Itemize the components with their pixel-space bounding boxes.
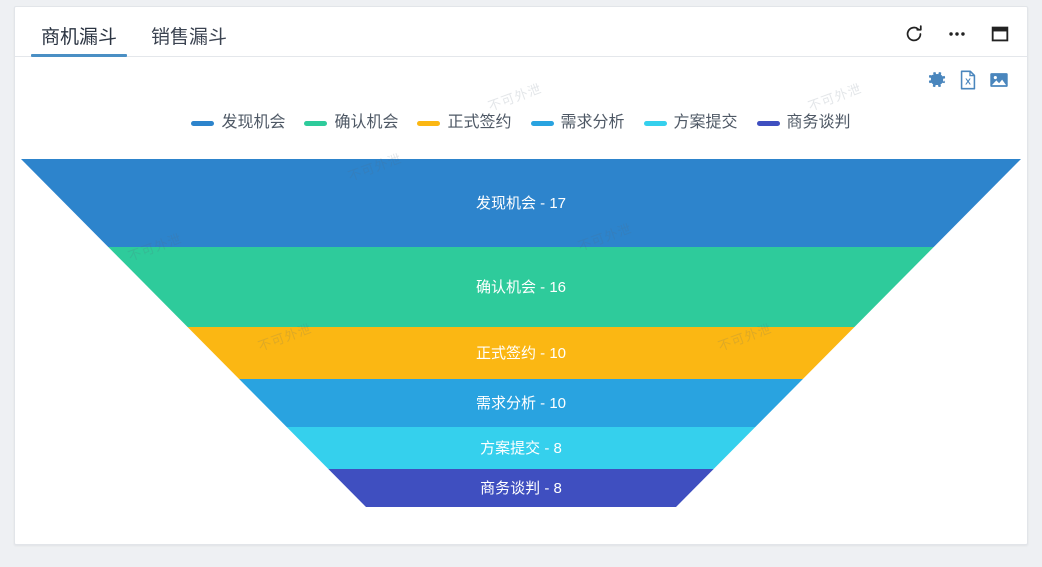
funnel-segment-5[interactable] — [328, 469, 714, 507]
funnel-segment-1[interactable] — [108, 247, 934, 327]
tab-opportunity-funnel[interactable]: 商机漏斗 — [31, 27, 128, 57]
legend-marker-1 — [304, 120, 328, 126]
legend-label-5: 商务谈判 — [786, 114, 851, 131]
tab-sales-funnel-label: 销售漏斗 — [151, 27, 228, 48]
chart-toolbar: X — [926, 69, 1010, 91]
header-actions — [903, 23, 1011, 45]
legend-item-1[interactable]: 确认机会 — [304, 115, 398, 131]
funnel-label-2: 正式签约 - 10 — [476, 345, 566, 362]
legend-label-4: 方案提交 — [673, 114, 738, 131]
legend-marker-3 — [530, 120, 554, 126]
funnel-label-4: 方案提交 - 8 — [480, 439, 562, 457]
legend-marker-0 — [191, 120, 215, 126]
card-header: 商机漏斗 销售漏斗 — [15, 7, 1027, 57]
gear-icon[interactable] — [926, 69, 948, 91]
legend-item-5[interactable]: 商务谈判 — [756, 114, 851, 131]
funnel-label-3: 需求分析 - 10 — [476, 395, 566, 412]
funnel-label-5: 商务谈判 - 8 — [480, 480, 562, 497]
image-export-icon[interactable] — [988, 69, 1010, 91]
legend-item-3[interactable]: 需求分析 — [530, 114, 625, 131]
legend-item-2[interactable]: 正式签约 — [417, 114, 512, 131]
legend-label-2: 正式签约 — [447, 114, 512, 131]
tab-sales-funnel[interactable]: 销售漏斗 — [141, 28, 237, 56]
legend-marker-4 — [643, 120, 667, 126]
legend-item-4[interactable]: 方案提交 — [643, 114, 738, 131]
maximize-icon[interactable] — [989, 23, 1011, 45]
funnel-label-1: 确认机会 - 16 — [476, 279, 566, 296]
watermark-text: 不可外泄 — [806, 80, 864, 114]
funnel-segments — [21, 159, 1021, 507]
chart-legend: 发现机会 确认机会 正式签约 需求分析 方案提交 商务谈判 — [15, 115, 1027, 131]
more-icon[interactable] — [946, 23, 968, 45]
legend-label-1: 确认机会 — [334, 114, 399, 131]
funnel-svg: 发现机会 - 17 确认机会 - 16 正式签约 - 10 需求分析 - 10 … — [21, 159, 1021, 507]
legend-label-3: 需求分析 — [560, 114, 625, 131]
excel-export-icon[interactable]: X — [957, 69, 979, 91]
svg-text:X: X — [965, 77, 971, 87]
tab-opportunity-funnel-label: 商机漏斗 — [41, 27, 118, 48]
legend-item-0[interactable]: 发现机会 — [191, 115, 285, 131]
legend-marker-2 — [417, 120, 441, 126]
legend-label-0: 发现机会 — [221, 114, 286, 131]
funnel-segment-4[interactable] — [286, 427, 756, 469]
legend-marker-5 — [756, 120, 780, 126]
tab-bar: 商机漏斗 销售漏斗 — [15, 7, 251, 57]
watermark-text: 不可外泄 — [486, 80, 544, 114]
funnel-segment-0[interactable] — [21, 159, 1021, 247]
funnel-chart-area: 发现机会 - 17 确认机会 - 16 正式签约 - 10 需求分析 - 10 … — [15, 143, 1027, 523]
funnel-segment-2[interactable] — [187, 327, 855, 379]
funnel-segment-labels: 发现机会 - 17 确认机会 - 16 正式签约 - 10 需求分析 - 10 … — [476, 195, 566, 497]
refresh-icon[interactable] — [903, 23, 925, 45]
funnel-chart-card: 商机漏斗 销售漏斗 — [14, 6, 1028, 545]
funnel-label-0: 发现机会 - 17 — [476, 195, 566, 212]
funnel-segment-3[interactable] — [239, 379, 803, 427]
